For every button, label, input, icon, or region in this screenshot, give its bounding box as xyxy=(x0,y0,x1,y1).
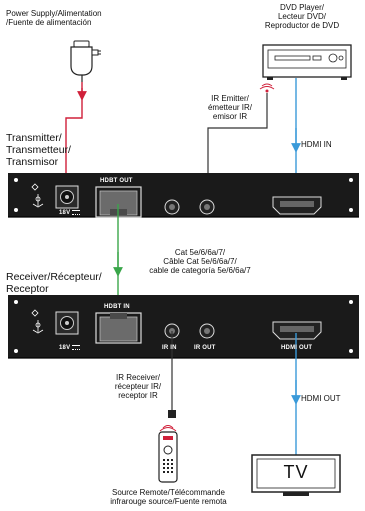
transmitter-label: Transmitter/ Transmetteur/ Transmisor xyxy=(6,132,71,168)
tv-icon xyxy=(251,454,341,496)
remote-icon xyxy=(158,425,178,483)
tx-power-port-label: 18V xyxy=(59,210,81,216)
ir-signal-icon xyxy=(259,83,275,93)
rx-hdmi-out-port-label: HDMI OUT xyxy=(281,345,313,351)
source-remote-label: Source Remote/Télécommande infrarouge so… xyxy=(110,488,227,506)
dvd-player-icon xyxy=(262,44,352,80)
rx-ir-in-label: IR IN xyxy=(162,345,177,351)
power-supply-label: Power Supply/Alimentation /Fuente de ali… xyxy=(6,9,102,27)
cat-cable-label: Cat 5e/6/6a/7/ Câble Cat 5e/6/6a/7/ cabl… xyxy=(149,248,251,275)
receiver-device xyxy=(8,295,359,359)
ir-receiver-label: IR Receiver/ récepteur IR/ receptor IR xyxy=(114,373,162,400)
dvd-player-label: DVD Player/ Lecteur DVD/ Reproductor de … xyxy=(264,3,340,30)
tx-ir-out-label: IR OUT xyxy=(194,219,216,225)
tx-hdmi-in-port-label: HDMI IN xyxy=(284,219,309,225)
transmitter-device xyxy=(8,173,359,218)
rx-hdbt-in-label: HDBT IN xyxy=(104,304,130,310)
receiver-label: Receiver/Récepteur/ Receptor xyxy=(6,271,102,295)
tv-screen-text: TV xyxy=(283,462,309,482)
tx-hdbt-out-label: HDBT OUT xyxy=(100,178,133,184)
rx-power-port-label: 18V xyxy=(59,345,81,351)
hdmi-out-label: HDMI OUT xyxy=(301,394,341,403)
rx-ir-out-label: IR OUT xyxy=(194,345,216,351)
power-adapter-icon xyxy=(70,40,101,82)
ir-emitter-cable xyxy=(207,93,268,196)
ir-emitter-label: IR Emitter/ émetteur IR/ emisor IR xyxy=(207,94,252,121)
hdmi-in-label: HDMI IN xyxy=(301,140,332,149)
tx-ir-in-label: IR IN xyxy=(162,219,177,225)
